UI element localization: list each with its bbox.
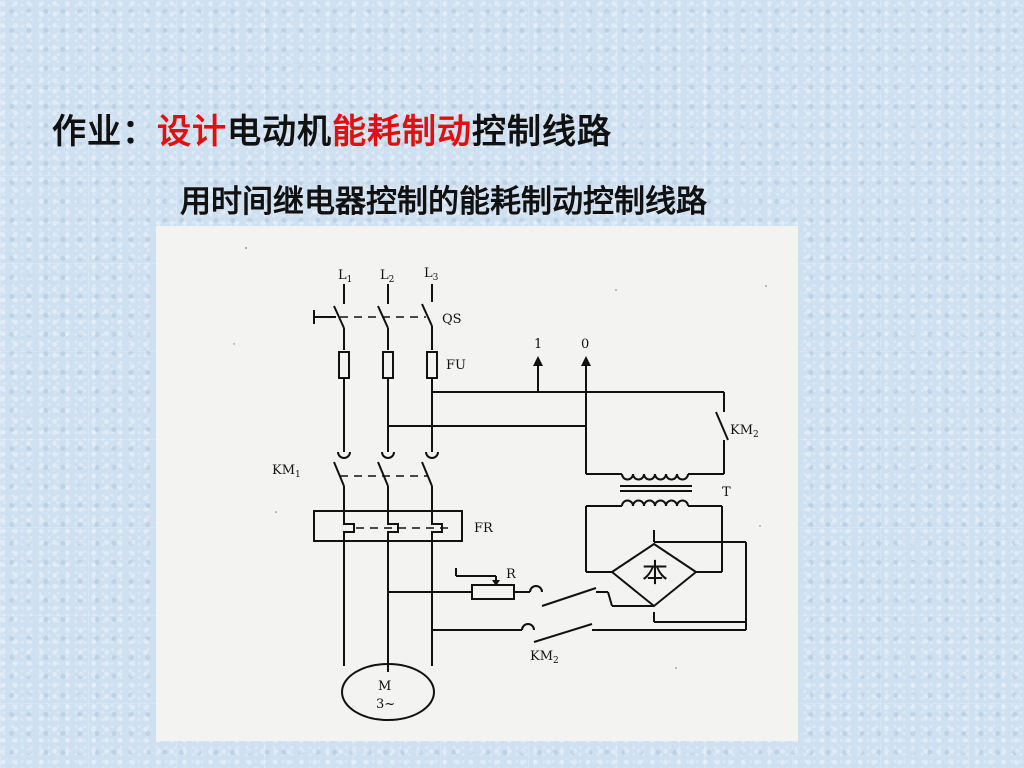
scan-specks [233, 247, 767, 669]
resistor-R [388, 568, 530, 600]
km2-braking-contacts [432, 585, 746, 643]
label-FU: FU [446, 358, 466, 373]
supply-lines [343, 284, 433, 304]
title-part-design: 设计 [157, 112, 227, 152]
circuit-diagram: L1 L2 L3 QS FU 1 0 [233, 247, 767, 721]
title-part-motor: 电动机 [227, 112, 332, 152]
label-L1: L1 [338, 268, 352, 285]
fr-thermal-relay [313, 510, 463, 542]
km1-main-contacts [333, 451, 439, 487]
label-R: R [506, 567, 517, 582]
title-part-control-circuit: 控制线路 [472, 112, 612, 152]
slide-subtitle: 用时间继电器控制的能耗制动控制线路 [180, 184, 707, 220]
motor-label-M: M [378, 679, 391, 694]
rectifier-circuit [585, 505, 747, 630]
label-QS: QS [442, 312, 462, 327]
transformer-T [604, 473, 704, 507]
transformer-primary-circuit [585, 391, 729, 475]
motor-label-phase: 3~ [376, 697, 395, 712]
title-part-dynamic-braking: 能耗制动 [332, 112, 472, 152]
circuit-diagram-panel: L1 L2 L3 QS FU 1 0 [156, 226, 798, 741]
label-KM1: KM1 [272, 463, 301, 480]
label-FR: FR [474, 521, 494, 536]
bridge-rectifier-symbol: 本 [642, 559, 668, 589]
label-KM2-top: KM2 [730, 423, 759, 440]
control-terminal-1 [533, 356, 543, 392]
label-KM2-bottom: KM2 [530, 649, 559, 666]
bridge-rectifier: 本 [610, 542, 698, 608]
label-terminal-0: 0 [581, 337, 589, 352]
fu-fuses [338, 351, 438, 379]
qs-isolator-switch [313, 303, 433, 329]
label-L3: L3 [424, 266, 439, 283]
label-terminal-1: 1 [534, 337, 542, 352]
label-L2: L2 [380, 268, 394, 285]
label-T: T [722, 485, 731, 500]
title-part-homework: 作业： [52, 112, 157, 152]
motor-M: M 3~ [341, 663, 435, 721]
slide-title: 作业：设计电动机能耗制动控制线路 [52, 104, 612, 153]
